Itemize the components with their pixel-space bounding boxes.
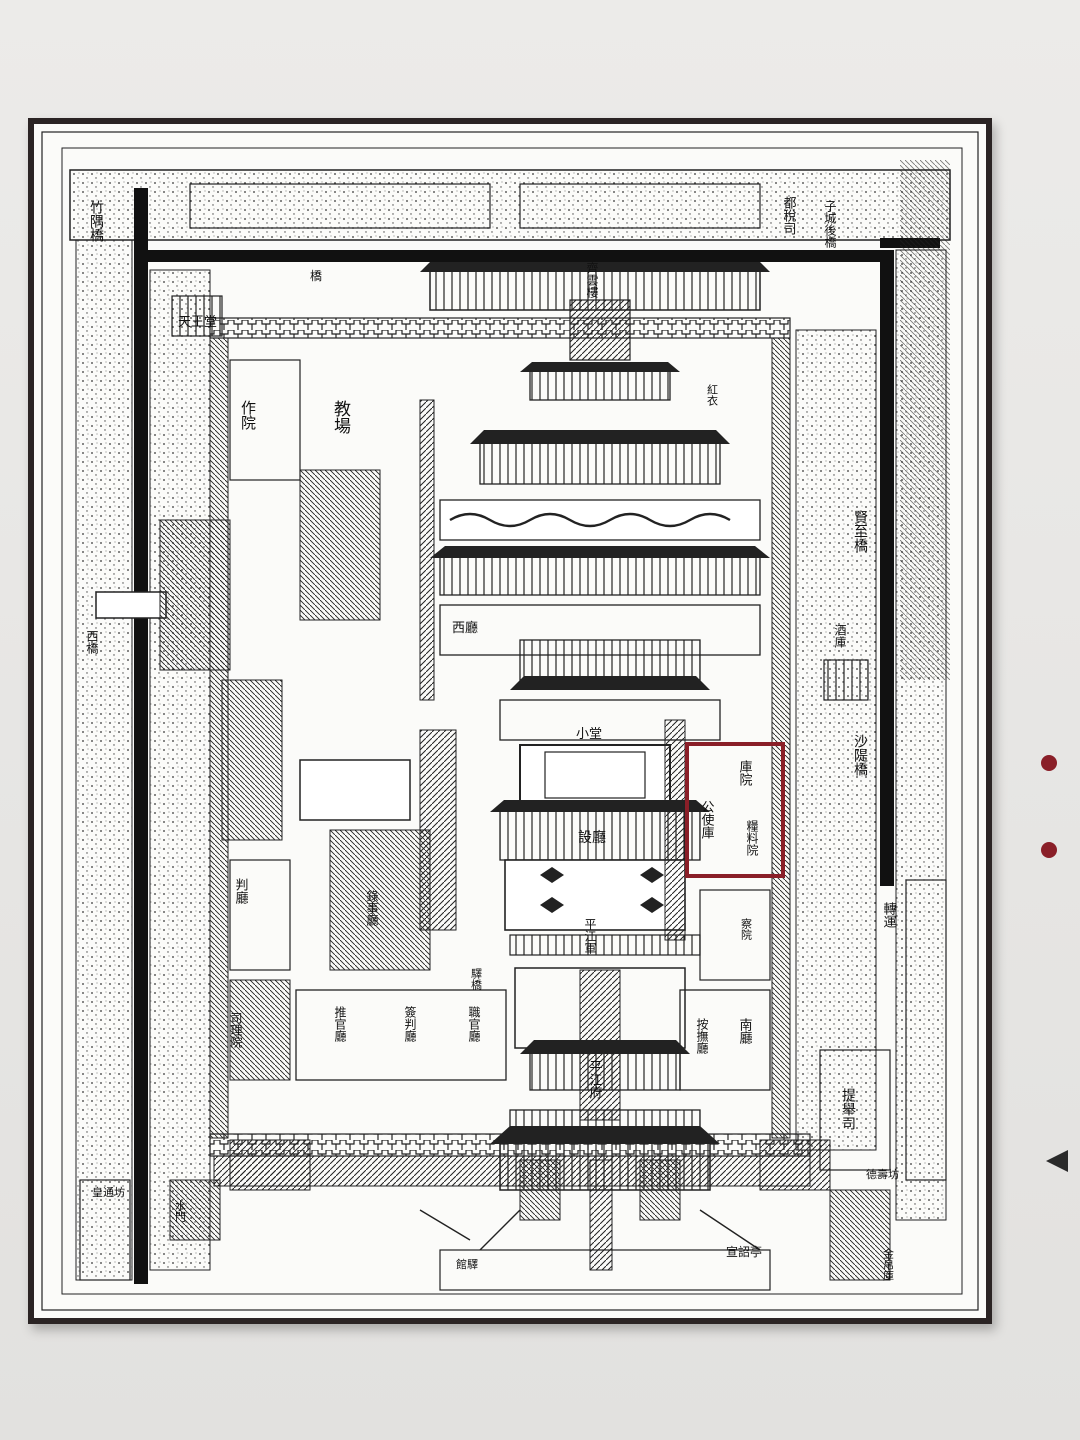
label-kuyuan: 庫院: [737, 760, 753, 786]
label-yongfang: 館驛: [456, 1257, 478, 1271]
label-west-hall: 西廳: [452, 620, 478, 636]
central-halls: [430, 362, 770, 1141]
label-huangtong-fang: 皇通坊: [92, 1185, 125, 1199]
label-zhuanyun: 轉運: [881, 902, 897, 928]
label-sejun-ting: 簽判廳: [403, 1006, 417, 1043]
red-dot-icon: [1041, 755, 1057, 771]
label-jiulou: 酒庫: [833, 624, 847, 649]
label-shazhi-bridge: 沙隄橋: [852, 734, 868, 776]
label-shuimen: 水門: [174, 1200, 187, 1223]
label-shetang: 設廳: [578, 829, 606, 846]
label-xiaotang: 小堂: [576, 727, 602, 742]
label-deshou-fang: 德壽坊: [866, 1167, 899, 1181]
label-pingjiang-jun: 平江軍: [583, 918, 597, 954]
label-north-bridge: 橋: [310, 269, 322, 283]
label-dinghu-ting: 職官廳: [467, 1006, 481, 1043]
label-jinfan-xiang: 金帛庫: [882, 1247, 895, 1282]
map-labels: 竹隅橋 都稅司 子城後橋 齊雲樓 橋 天王堂 作院 教場 西廳 小堂 設廳 平江…: [85, 196, 899, 1282]
label-south-hall: 南廳: [737, 1017, 753, 1045]
label-top-right-office: 都稅司: [781, 196, 797, 235]
label-anfu-ting: 按撫廳: [695, 1018, 709, 1055]
label-yushu-ku: 公使庫: [699, 800, 715, 839]
label-top-right-bridge: 子城後橋: [823, 200, 837, 249]
label-lufang: 錄事廳: [365, 889, 379, 927]
ink-smudge: [900, 160, 950, 680]
label-sili: 司理院: [229, 1012, 243, 1048]
south-gate: [79, 1126, 891, 1291]
label-panyi: 判廳: [233, 878, 249, 905]
label-shangxiao: 糧料院: [745, 820, 759, 856]
label-yiqiao: 驛橋: [470, 968, 483, 991]
left-arrow-icon: [1046, 1150, 1068, 1172]
outer-wall: [134, 188, 940, 1284]
label-tianwang: 天王堂: [178, 315, 217, 330]
west-street: [75, 239, 211, 1281]
label-drill-ground: 教場: [330, 400, 351, 435]
label-tiju-si: 提舉司: [840, 1088, 856, 1130]
highlighted-area-box: [685, 742, 785, 878]
label-xianyu-bridge: 賢至橋: [852, 510, 868, 552]
north-gate-tower: [420, 262, 770, 361]
label-hongyi: 紅衣: [706, 384, 719, 406]
map-border: [41, 131, 979, 1311]
label-pingjiang-fu: 平江府: [587, 1060, 603, 1100]
label-north-gate: 齊雲樓: [585, 262, 599, 299]
label-xuanzhao: 宣詔亭: [726, 1244, 762, 1259]
side-corridors: [159, 295, 891, 1171]
label-top-left-bridge: 竹隅橋: [88, 200, 104, 242]
red-dot-icon: [1041, 842, 1057, 858]
label-chaqiao: 察院: [740, 917, 753, 940]
label-west-bridge: 西橋: [85, 630, 99, 655]
label-xunju: 推官廳: [333, 1006, 347, 1043]
north-street: [69, 169, 951, 241]
label-workshop: 作院: [239, 400, 257, 431]
